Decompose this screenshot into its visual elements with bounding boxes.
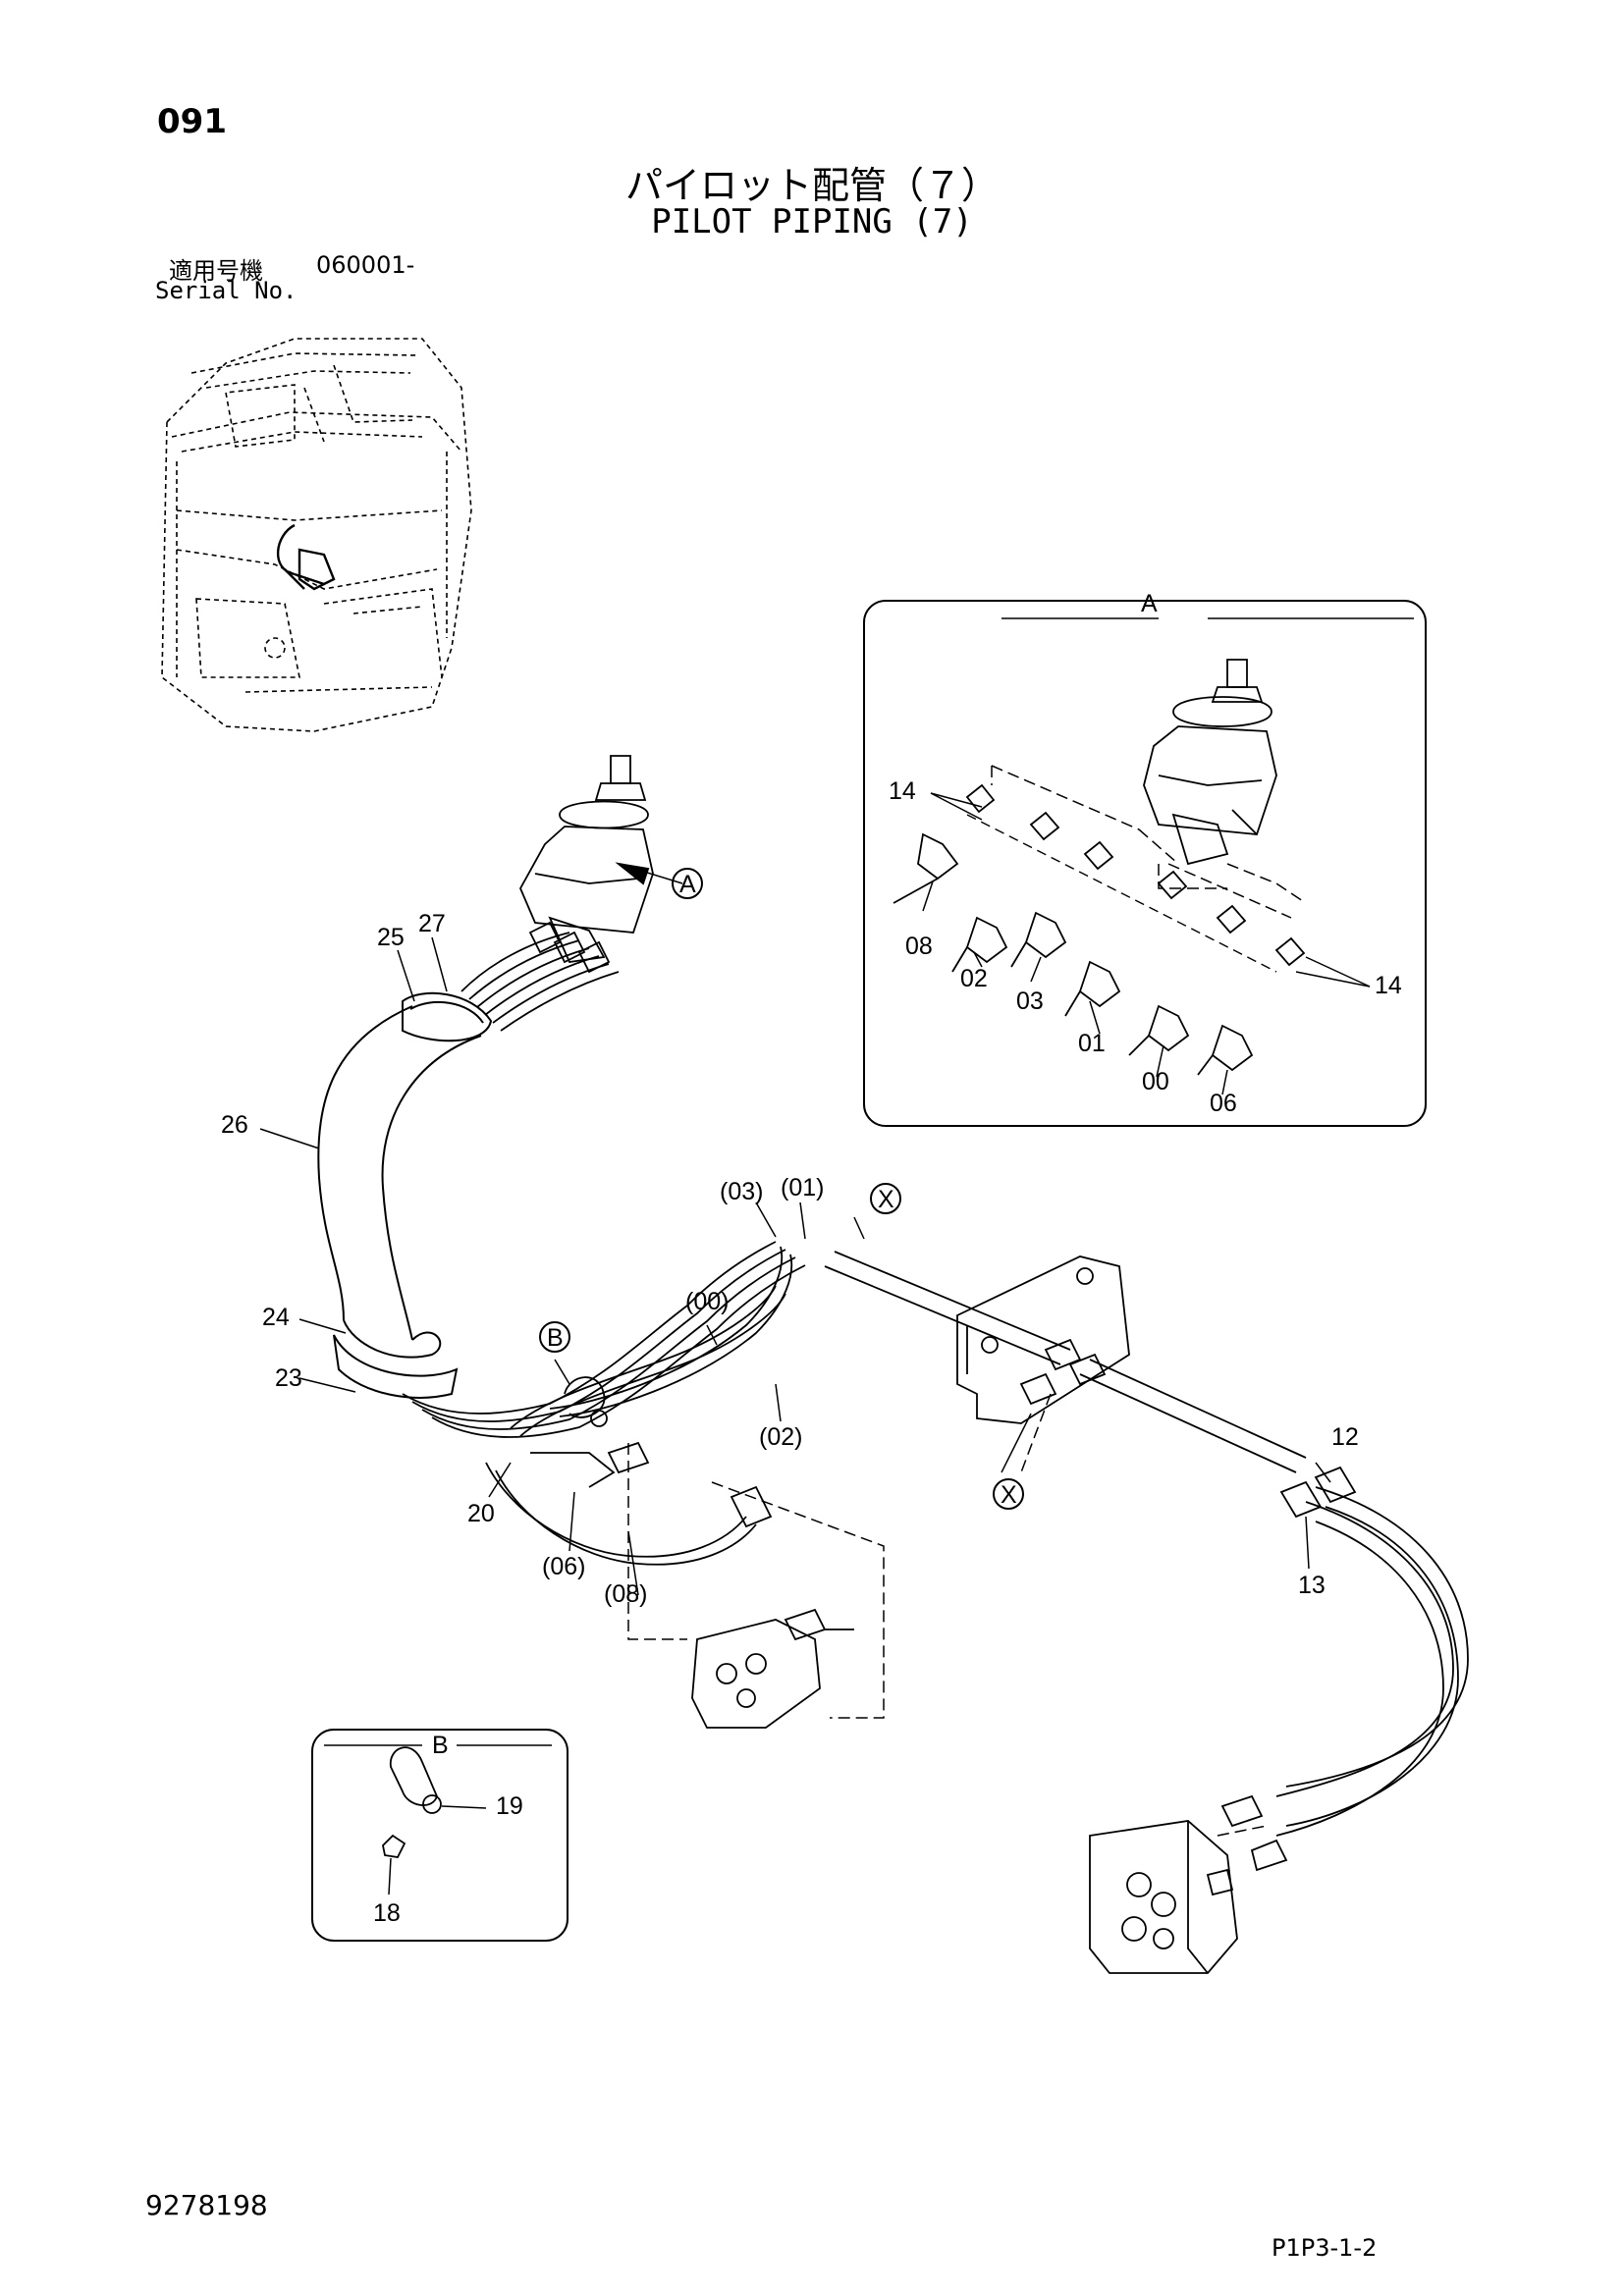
lower-center-valve [691, 1608, 854, 1729]
callout-12: 12 [1331, 1423, 1359, 1451]
detail-a-pilot-valve [1143, 659, 1277, 866]
main-hose-bundle [460, 921, 620, 1032]
cab-overview [161, 338, 472, 732]
callout-03-paren: (03) [720, 1178, 763, 1205]
main-bracket [956, 1255, 1130, 1424]
callout-x-letter-bottom: X [1001, 1481, 1017, 1509]
steel-pipes [824, 1251, 1307, 1473]
callout-a-circle [672, 868, 703, 899]
callout-x-circle-top [870, 1183, 901, 1214]
callout-13: 13 [1298, 1572, 1326, 1599]
callout-27: 27 [418, 910, 446, 937]
detail-a-fittings [965, 783, 1306, 973]
long-hoses [1220, 1466, 1469, 1872]
callout-a-arrow [615, 862, 650, 885]
callout-25: 25 [377, 924, 405, 951]
main-leaders [259, 617, 1414, 1746]
main-clamp [564, 1376, 608, 1427]
detail-a-dashed-guides [991, 765, 1307, 919]
detail-a-callout-08: 08 [905, 933, 933, 960]
callout-02-paren: (02) [759, 1423, 802, 1451]
detail-b-title: B [432, 1732, 449, 1759]
title-english: PILOT PIPING (7) [651, 202, 973, 241]
callout-00-paren: (00) [685, 1288, 729, 1315]
detail-a-hoses [893, 832, 1254, 1076]
main-hose-lines [402, 1241, 806, 1566]
detail-a-callout-14-left: 14 [889, 777, 916, 805]
serial-label-english: Serial No. [155, 277, 298, 304]
detail-b-box [311, 1729, 568, 1942]
detail-a-leaders [922, 792, 1371, 1095]
detail-a-callout-00: 00 [1142, 1068, 1169, 1095]
detail-a-callout-03: 03 [1016, 988, 1044, 1015]
detail-a-callout-14-right: 14 [1375, 972, 1402, 999]
callout-24: 24 [262, 1304, 290, 1331]
serial-number: 060001- [316, 251, 415, 279]
callout-23: 23 [275, 1364, 302, 1392]
protective-sleeve [317, 991, 493, 1399]
detail-b-callout-19: 19 [496, 1792, 523, 1820]
callout-a-letter: A [679, 871, 696, 898]
detail-a-callout-01: 01 [1078, 1030, 1106, 1057]
serial-label-japanese: 適用号機 [169, 257, 263, 285]
detail-b-callout-18: 18 [373, 1899, 401, 1927]
detail-b-clamp [382, 1746, 442, 1858]
callout-06-paren: (06) [542, 1553, 585, 1580]
callout-01-paren: (01) [781, 1174, 824, 1201]
callout-x-circle-bottom [993, 1478, 1024, 1510]
page-code: P1P3-1-2 [1272, 2234, 1378, 2262]
detail-a-callout-02: 02 [960, 965, 988, 992]
detail-b-leaders [388, 1805, 487, 1896]
callout-x-letter-top: X [878, 1186, 894, 1213]
main-pilot-valve [518, 755, 654, 963]
document-number: 9278198 [145, 2189, 268, 2221]
lower-right-valve [1089, 1820, 1238, 1974]
callout-20: 20 [467, 1500, 495, 1527]
callout-b-circle [539, 1321, 570, 1353]
callout-b-letter: B [547, 1324, 564, 1352]
lower-dashed-guides [627, 1393, 1268, 1837]
callout-26: 26 [221, 1111, 248, 1139]
detail-a-callout-06: 06 [1210, 1090, 1237, 1117]
callout-08-paren: (08) [604, 1580, 647, 1608]
page-number: 091 [157, 102, 227, 141]
detail-a-title: A [1141, 590, 1158, 617]
title-japanese: パイロット配管（７） [624, 164, 999, 207]
detail-a-box [863, 600, 1427, 1127]
cab-pilot-valve-highlight [276, 523, 336, 591]
